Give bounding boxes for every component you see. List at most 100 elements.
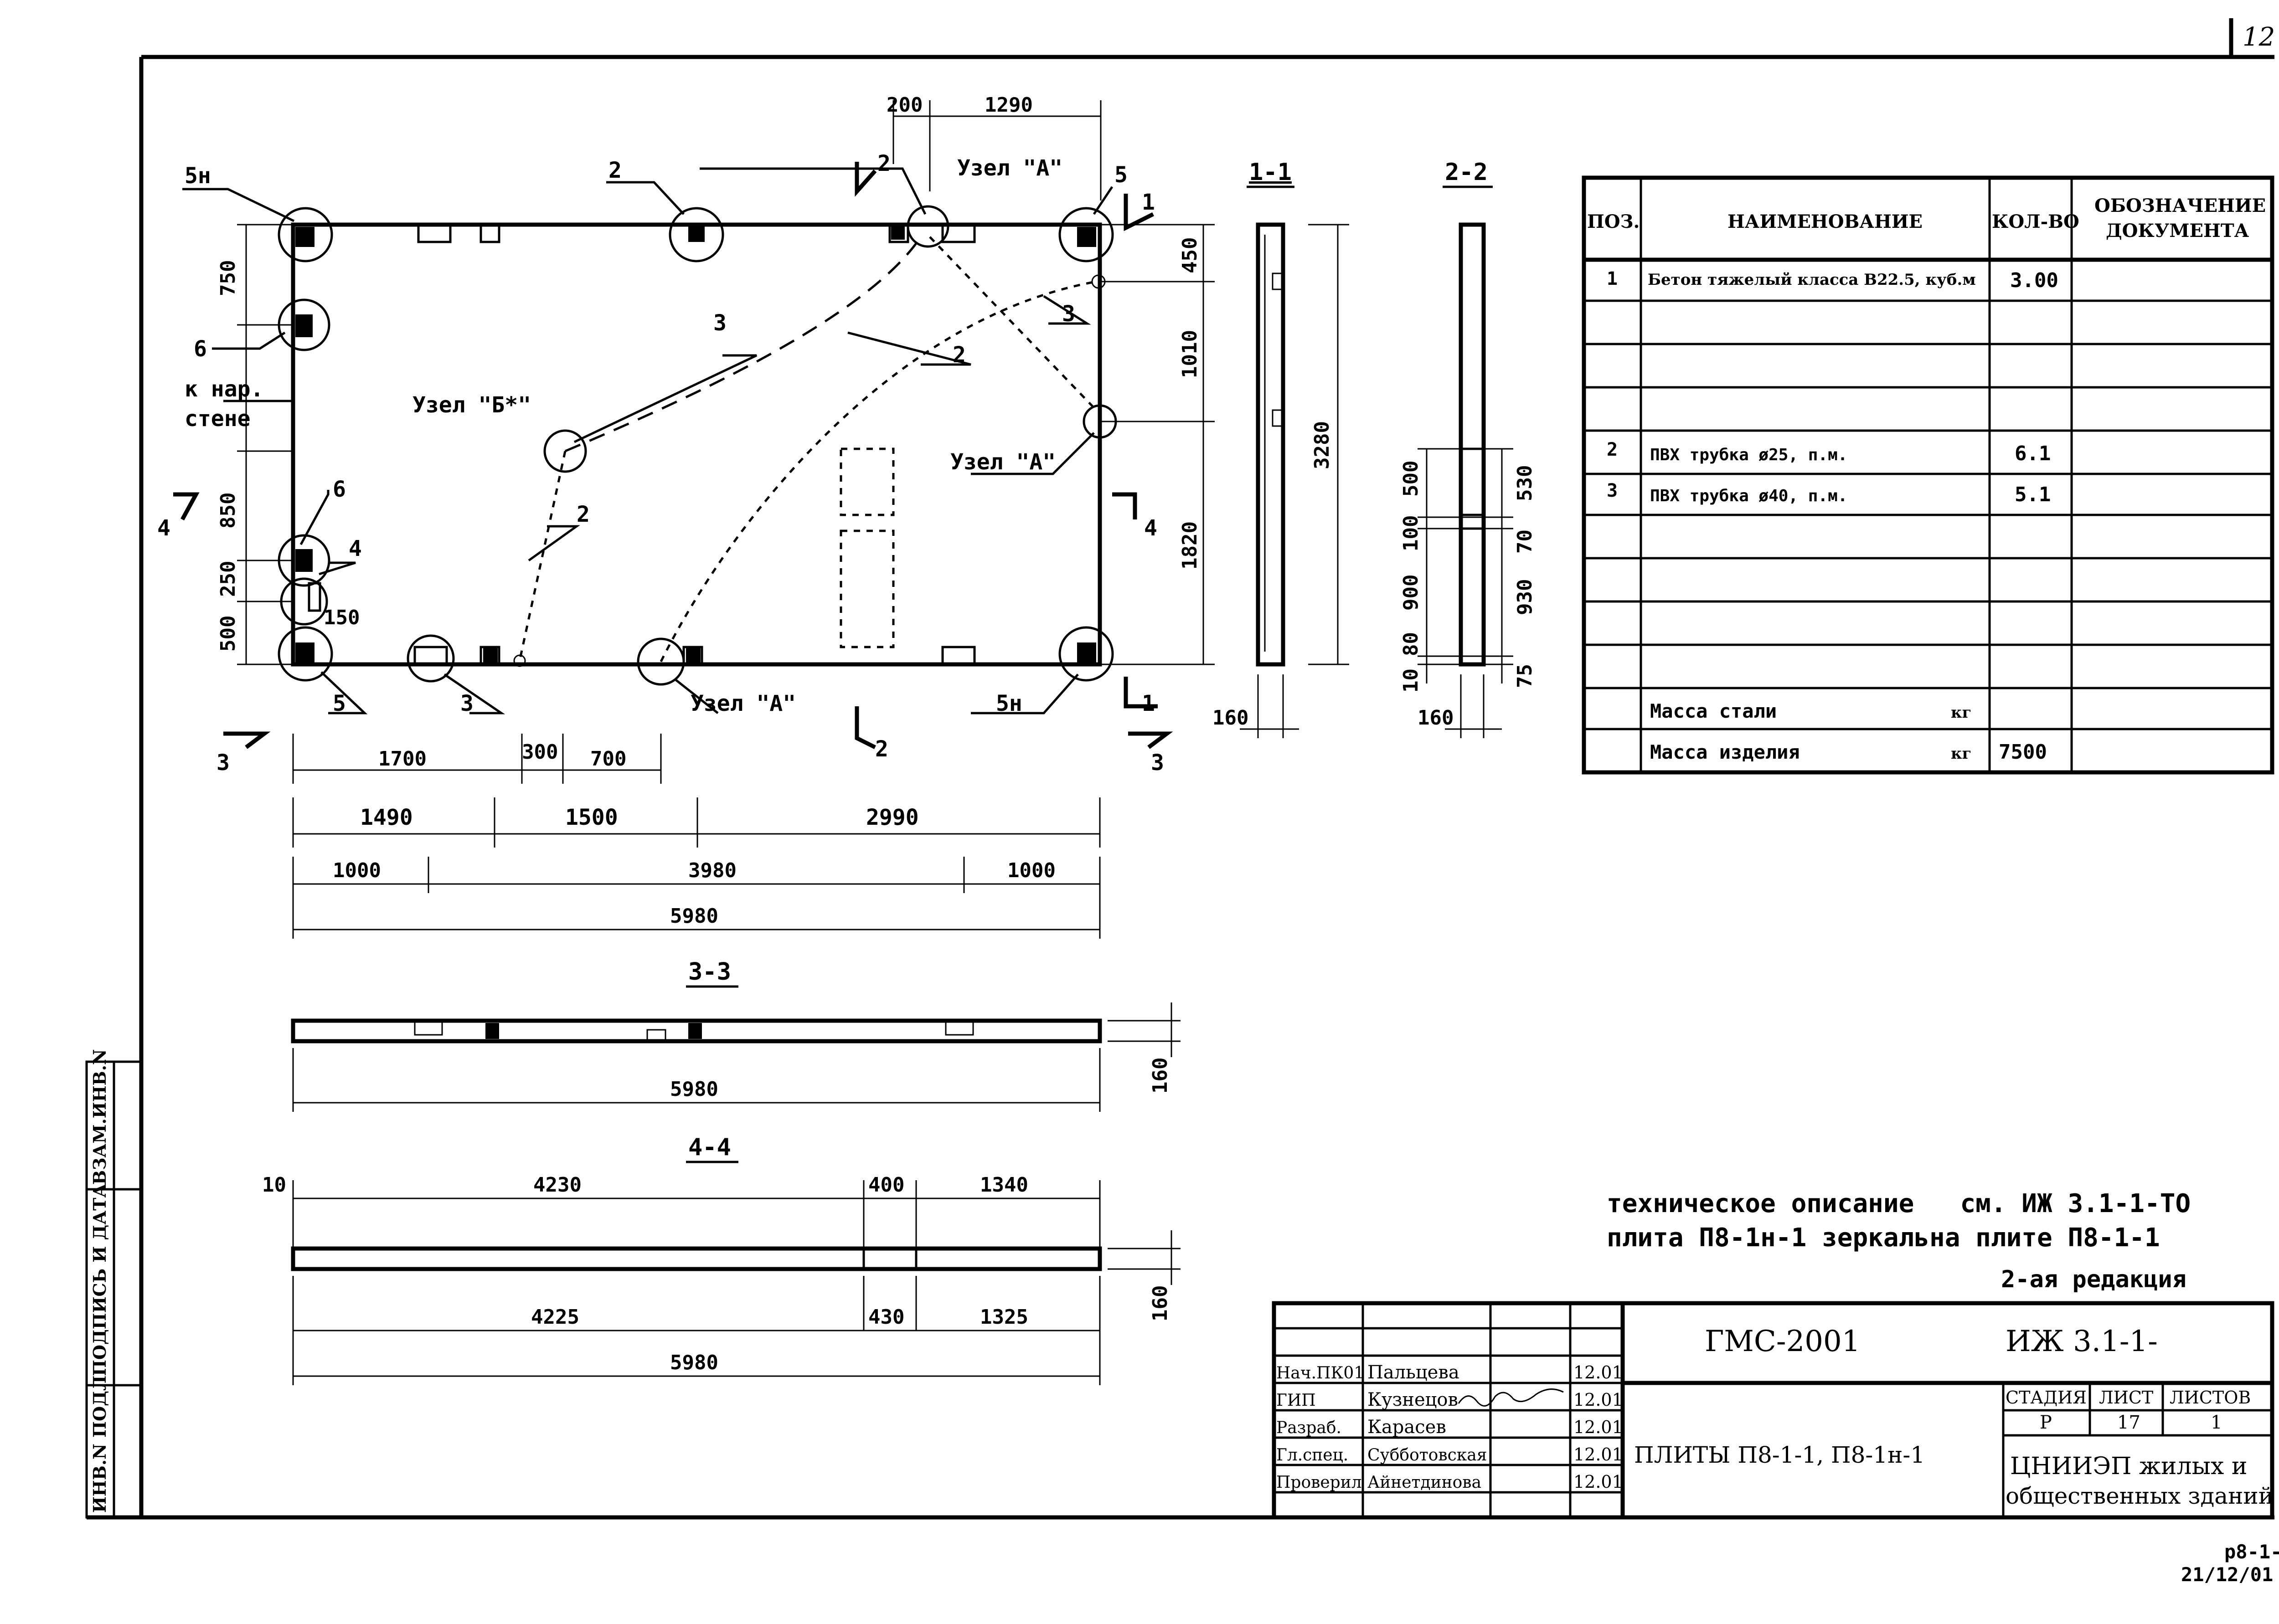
- title-doc-number: ИЖ 3.1-1-: [2006, 1325, 2158, 1358]
- staff-date-3: 12.01: [1573, 1417, 1623, 1437]
- leader-5n-bottom-right: 5н: [996, 691, 1022, 716]
- section-3-3: 3-3 5980 160: [291, 958, 1181, 1112]
- staff-role-4: Гл.спец.: [1276, 1446, 1348, 1465]
- spec-row-2-name: ПВХ трубка ø25, п.м.: [1650, 446, 1847, 464]
- title-block: ГМС-2001 ИЖ 3.1-1- ПЛИТЫ П8-1-1, П8-1н-1…: [1272, 1301, 2274, 1520]
- dim-b-1000a: 1000: [333, 859, 381, 882]
- stamp-sign-date: ПОДПИСЬ И ДАТА: [89, 1183, 110, 1376]
- spec-row-1-name: Бетон тяжелый класса В22.5, куб.м: [1648, 271, 1976, 289]
- staff-date-1: 12.01: [1573, 1362, 1623, 1382]
- section-4-4-t10: 10: [262, 1173, 286, 1197]
- section-1-1-height: 3280: [1310, 421, 1334, 469]
- leader-5n-top-left: 5н: [185, 163, 211, 189]
- section-2-2-r75: 75: [1513, 664, 1537, 688]
- section-3-3-title: 3-3: [688, 958, 731, 986]
- section-mark-4-left: 4: [157, 515, 170, 541]
- section-3-3-thickness: 160: [1149, 1058, 1172, 1094]
- spec-product-mass-label: Масса изделия: [1650, 741, 1800, 763]
- title-sheet-value: 17: [2117, 1412, 2140, 1433]
- spec-row-1-qty: 3.00: [2010, 269, 2058, 292]
- staff-role-3: Разраб.: [1276, 1418, 1341, 1437]
- section-marks: 2 2 1 1 4 4 3 3: [157, 151, 1173, 776]
- title-stage-value: Р: [2040, 1412, 2052, 1433]
- staff-role-2: ГИП: [1276, 1391, 1316, 1410]
- section-4-4-title: 4-4: [688, 1134, 731, 1161]
- staff-date-4: 12.01: [1573, 1444, 1623, 1465]
- section-mark-3-left: 3: [217, 750, 230, 776]
- title-main: ПЛИТЫ П8-1-1, П8-1н-1: [1634, 1442, 1925, 1468]
- spec-row-3-pos: 3: [1607, 480, 1618, 501]
- leader-2-line-a: 2: [577, 502, 590, 527]
- spec-steel-mass-unit: кг: [1951, 704, 1971, 722]
- leader-5-top-right: 5: [1114, 162, 1128, 188]
- dim-b-3980: 3980: [688, 859, 737, 882]
- leader-5-bottom-left: 5: [333, 691, 346, 716]
- notes: техническое описание см. ИЖ 3.1-1-ТО пли…: [1607, 1189, 2191, 1293]
- corner-ref-line1: р8-1-1: [2224, 1541, 2279, 1563]
- dim-left-850: 850: [217, 493, 240, 529]
- dim-b-300: 300: [522, 740, 558, 764]
- spec-steel-mass-label: Масса стали: [1650, 700, 1777, 722]
- section-2-2: 2-2 500 100 900 80 10 530 70 930 75 160: [1399, 159, 1537, 738]
- side-stamp: ВЗАМ.ИНВ.N ПОДПИСЬ И ДАТА ИНВ.N ПОДЛ: [85, 1049, 143, 1519]
- title-stage-label: СТАДИЯ: [2006, 1388, 2087, 1408]
- section-2-2-title: 2-2: [1445, 159, 1488, 186]
- section-2-2-l100: 100: [1399, 515, 1423, 551]
- title-org-line2: общественных зданий: [2006, 1483, 2274, 1509]
- wall-note-line1: к нар.: [185, 376, 263, 402]
- title-sheet-label: ЛИСТ: [2099, 1388, 2153, 1408]
- note-line-3: 2-ая редакция: [2001, 1266, 2186, 1293]
- section-4-4-t4230: 4230: [533, 1173, 582, 1197]
- staff-role-1: Нач.ПК01: [1276, 1364, 1364, 1382]
- dim-b-1500: 1500: [565, 805, 618, 830]
- spec-header-name: НАИМЕНОВАНИЕ: [1727, 211, 1923, 232]
- leader-6-upper: 6: [194, 336, 207, 362]
- spec-header-qty: КОЛ-ВО: [1992, 211, 2079, 232]
- section-2-2-l80: 80: [1399, 632, 1423, 656]
- dim-b-700: 700: [590, 747, 626, 771]
- plan-dimensions: 200 1290 750 850 250 500 150 450 1010 18…: [217, 93, 1215, 939]
- section-4-4-t1340: 1340: [980, 1173, 1028, 1197]
- section-mark-4-right: 4: [1144, 515, 1157, 541]
- dim-right-1820: 1820: [1178, 521, 1201, 570]
- leader-3-line: 3: [713, 310, 727, 336]
- signature-scribble: [1458, 1388, 1564, 1407]
- spec-table: ПОЗ. НАИМЕНОВАНИЕ КОЛ-ВО ОБОЗНАЧЕНИЕ ДОК…: [1582, 175, 2274, 775]
- plan-view: 5н 2 5 6 6 4 5 3 5н 3 2 2 3 Узел "А" Узе…: [157, 93, 1215, 939]
- spec-header-doc-1: ОБОЗНАЧЕНИЕ: [2094, 195, 2266, 216]
- section-mark-2-bottom: 2: [875, 736, 888, 762]
- dim-b-5980: 5980: [670, 905, 718, 928]
- embed-parts-bottom: [295, 642, 1096, 666]
- section-4-4: 4-4 10 4230 400 1340 4225 430 1325 5980 …: [262, 1134, 1181, 1385]
- section-4-4-b1325: 1325: [980, 1305, 1028, 1329]
- section-2-2-l900: 900: [1399, 575, 1423, 611]
- section-4-4-b4225: 4225: [531, 1305, 579, 1329]
- stamp-inv-replace: ВЗАМ.ИНВ.N: [89, 1049, 110, 1185]
- section-2-2-l500: 500: [1399, 461, 1423, 497]
- spec-product-mass-value: 7500: [1999, 740, 2047, 764]
- node-a-bottom-label: Узел "А": [691, 691, 796, 716]
- leader-3-bottom: 3: [460, 691, 474, 716]
- title-sheets-value: 1: [2211, 1412, 2222, 1433]
- wall-note-line2: стене: [185, 406, 251, 432]
- dim-left-250: 250: [217, 561, 240, 597]
- section-2-2-r930: 930: [1513, 579, 1537, 615]
- section-mark-3-right: 3: [1151, 750, 1164, 776]
- section-3-3-length: 5980: [670, 1078, 718, 1101]
- dim-right-1010: 1010: [1178, 330, 1201, 378]
- spec-header-pos: ПОЗ.: [1587, 211, 1640, 232]
- staff-date-5: 12.01: [1573, 1472, 1623, 1492]
- staff-name-1: Пальцева: [1367, 1362, 1459, 1383]
- staff-name-4: Субботовская: [1367, 1446, 1487, 1465]
- dim-left-500: 500: [217, 616, 240, 652]
- section-2-2-thickness: 160: [1418, 706, 1454, 730]
- spec-row-1-pos: 1: [1607, 268, 1618, 289]
- sheet-number: 12: [2243, 22, 2275, 52]
- dim-top-200: 200: [887, 93, 923, 117]
- stamp-inv-sub: ИНВ.N ПОДЛ: [89, 1376, 110, 1513]
- staff-role-5: Проверил: [1276, 1473, 1362, 1492]
- section-4-4-length: 5980: [670, 1351, 718, 1374]
- title-org-line1: ЦНИИЭП жилых и: [2010, 1453, 2247, 1480]
- dim-b-1000b: 1000: [1007, 859, 1056, 882]
- leader-2-top: 2: [608, 158, 622, 183]
